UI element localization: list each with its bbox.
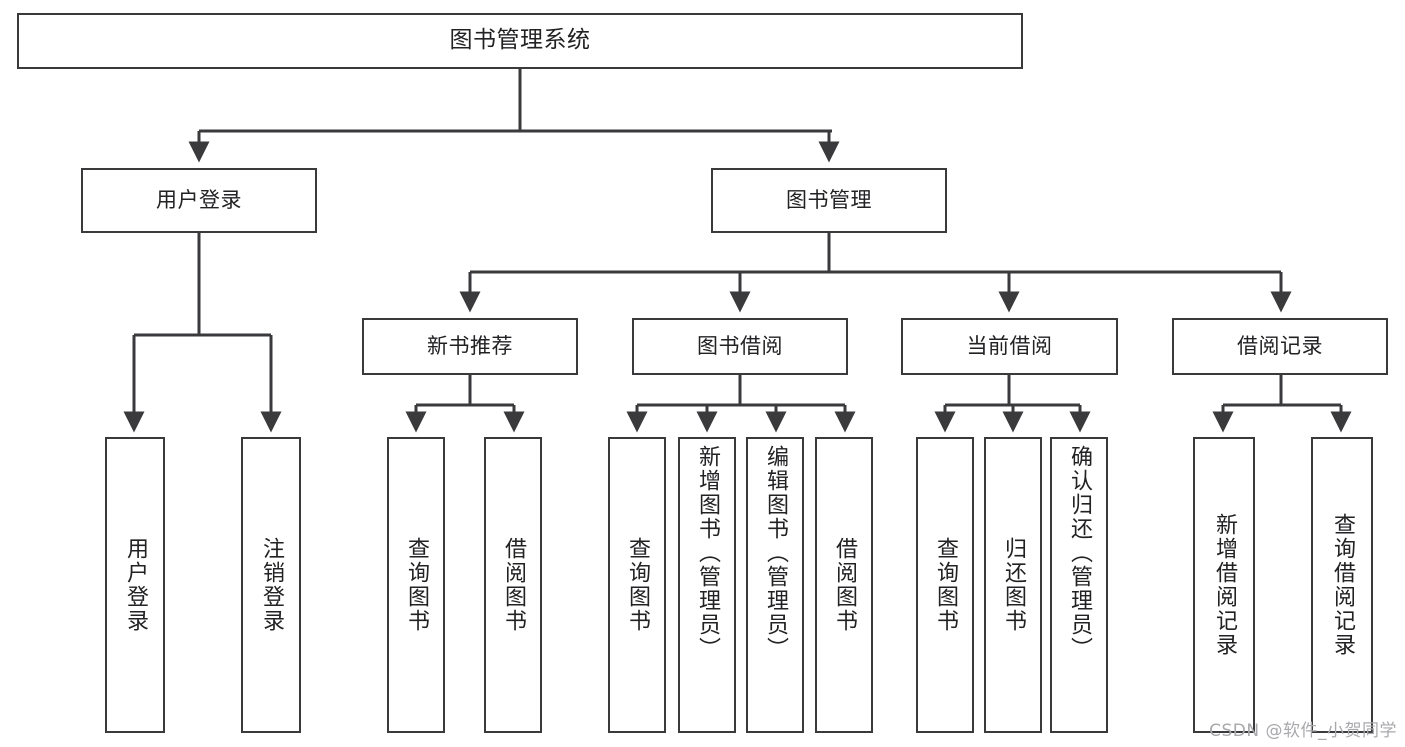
leaf-query-book-newbook[interactable]: 查询图书: [387, 437, 445, 733]
watermark-text: CSDN @软件_小贺同学: [1209, 721, 1397, 741]
node-label: 借阅图书: [501, 537, 526, 633]
node-root-system[interactable]: 图书管理系统: [17, 13, 1023, 69]
node-label: 借阅图书: [832, 537, 857, 633]
leaf-borrow-book[interactable]: 借阅图书: [815, 437, 873, 733]
node-label: 查询图书: [404, 537, 429, 633]
node-label: 新增图书（管理员）: [695, 445, 720, 661]
node-label: 用户登录: [156, 187, 242, 212]
node-label: 注销登录: [259, 537, 284, 633]
node-label: 当前借阅: [966, 333, 1053, 358]
node-label: 查询图书: [625, 537, 650, 633]
leaf-edit-book-admin[interactable]: 编辑图书（管理员）: [746, 437, 804, 733]
leaf-user-login[interactable]: 用户登录: [105, 437, 165, 733]
leaf-return-book[interactable]: 归还图书: [984, 437, 1042, 733]
leaf-logout-login[interactable]: 注销登录: [241, 437, 301, 733]
node-label: 查询借阅记录: [1330, 513, 1355, 657]
node-borrow-record[interactable]: 借阅记录: [1172, 318, 1388, 375]
node-label: 新书推荐: [427, 333, 513, 358]
leaf-add-borrow-record[interactable]: 新增借阅记录: [1193, 437, 1255, 733]
node-book-borrow[interactable]: 图书借阅: [632, 318, 848, 375]
node-user-login[interactable]: 用户登录: [81, 168, 317, 233]
node-new-book-recommend[interactable]: 新书推荐: [362, 318, 578, 375]
node-label: 查询图书: [933, 537, 958, 633]
leaf-add-book-admin[interactable]: 新增图书（管理员）: [678, 437, 736, 733]
node-book-management[interactable]: 图书管理: [711, 168, 947, 233]
leaf-query-book-current[interactable]: 查询图书: [916, 437, 974, 733]
node-current-borrow[interactable]: 当前借阅: [901, 318, 1118, 375]
node-label: 图书管理: [786, 187, 872, 212]
node-label: 图书借阅: [697, 333, 783, 358]
node-label: 归还图书: [1001, 537, 1026, 633]
node-label: 借阅记录: [1237, 333, 1323, 358]
node-label: 图书管理系统: [449, 27, 591, 54]
leaf-query-borrow-record[interactable]: 查询借阅记录: [1311, 437, 1373, 733]
leaf-confirm-return-admin[interactable]: 确认归还（管理员）: [1050, 437, 1108, 733]
leaf-query-book-borrow[interactable]: 查询图书: [608, 437, 666, 733]
leaf-borrow-book-newbook[interactable]: 借阅图书: [484, 437, 542, 733]
node-label: 新增借阅记录: [1212, 513, 1237, 657]
node-label: 编辑图书（管理员）: [763, 445, 788, 661]
node-label: 确认归还（管理员）: [1067, 445, 1092, 661]
node-label: 用户登录: [123, 537, 148, 633]
